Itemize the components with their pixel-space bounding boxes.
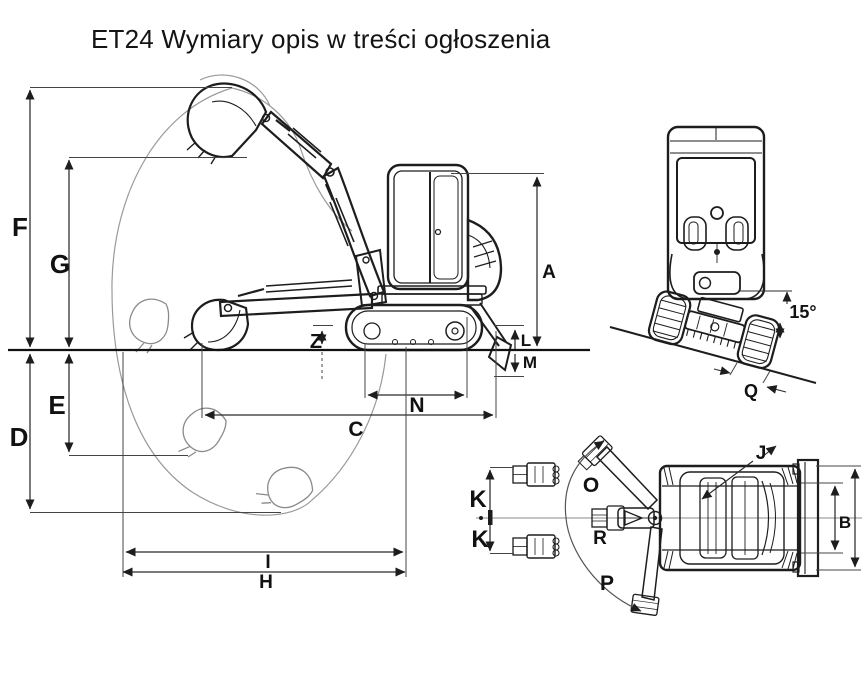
dim-label-i: I: [265, 552, 270, 573]
dim-label-c: C: [348, 418, 363, 441]
dim-label-j: J: [756, 443, 767, 464]
offset-bucket-lower: [512, 534, 560, 559]
tilt-angle-label: 15°: [789, 302, 816, 322]
dim-label-a: A: [542, 262, 556, 283]
dim-label-b: B: [839, 513, 851, 532]
side-view: F G E D A Z L M N C I H: [8, 74, 590, 593]
excavator-side: [183, 82, 513, 372]
dim-label-z: Z: [310, 331, 322, 353]
dimensions-top: [479, 445, 861, 571]
dim-label-q: Q: [744, 381, 758, 401]
page-title: ET24 Wymiary opis w treści ogłoszenia: [91, 24, 551, 54]
dim-label-m: M: [523, 353, 537, 372]
dim-label-r: R: [593, 528, 607, 549]
dim-label-o: O: [583, 474, 599, 497]
dim-label-e: E: [48, 390, 65, 420]
dimension-labels-top: B J K K O P R: [469, 443, 851, 595]
slope-line: [609, 326, 817, 384]
dim-label-k-upper: K: [469, 486, 487, 513]
dimension-labels-side: F G E D A Z L M N C I H: [10, 212, 557, 593]
dim-label-n: N: [409, 394, 424, 417]
ghost-buckets: [129, 298, 314, 509]
offset-bucket-upper: [512, 462, 560, 487]
dim-label-h: H: [259, 572, 273, 593]
dim-label-l: L: [521, 331, 531, 350]
front-view: 15° Q: [609, 125, 817, 401]
dimensions-front: [713, 290, 792, 394]
top-view: B J K K O P R: [469, 435, 862, 616]
swing-arc: [564, 440, 642, 612]
dimensions-side: [25, 87, 544, 577]
excavator-front: [647, 125, 781, 370]
dim-label-d: D: [10, 422, 29, 452]
dim-label-k-lower: K: [471, 526, 489, 553]
dim-label-p: P: [600, 572, 614, 595]
dim-label-f: F: [12, 212, 28, 242]
dim-label-g: G: [50, 249, 70, 279]
